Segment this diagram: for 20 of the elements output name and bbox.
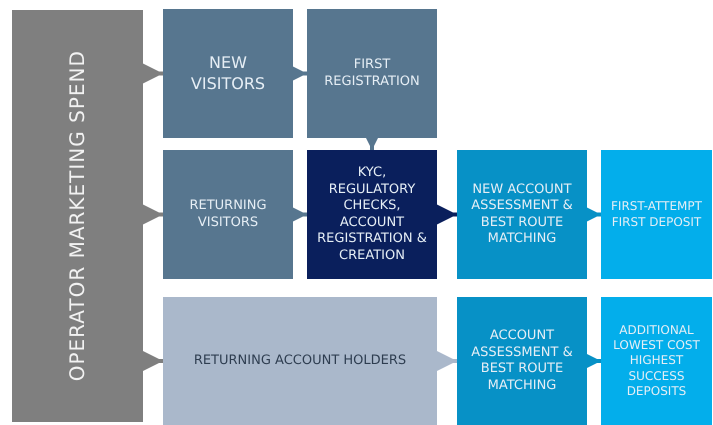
- process-box: [307, 9, 437, 138]
- process-box: [307, 150, 437, 279]
- box-label: ADDITIONAL LOWEST COST HIGHEST SUCCESS DEPOSITS: [612, 322, 701, 400]
- process-box: [163, 297, 437, 425]
- box-label: OPERATOR MARKETING SPEND: [64, 50, 90, 382]
- process-box: [163, 9, 293, 138]
- box-label: RETURNING VISITORS: [188, 198, 268, 231]
- process-box: [601, 150, 712, 279]
- process-box: [601, 297, 712, 425]
- box-label: FIRST-ATTEMPT FIRST DEPOSIT: [610, 199, 703, 230]
- box-label: FIRST REGISTRATION: [323, 57, 421, 90]
- box-label: RETURNING ACCOUNT HOLDERS: [194, 352, 406, 370]
- process-box: [163, 150, 293, 279]
- box-label: NEW ACCOUNT ASSESSMENT & BEST ROUTE MATCHING: [470, 182, 574, 248]
- vertical-band: [12, 10, 143, 422]
- process-box: [457, 150, 587, 279]
- box-label: ACCOUNT ASSESSMENT & BEST ROUTE MATCHING: [470, 328, 574, 394]
- process-box: [457, 297, 587, 425]
- box-label: KYC, REGULATORY CHECKS, ACCOUNT REGISTRATION & CREATION: [316, 165, 428, 264]
- box-label: NEW VISITORS: [190, 53, 266, 94]
